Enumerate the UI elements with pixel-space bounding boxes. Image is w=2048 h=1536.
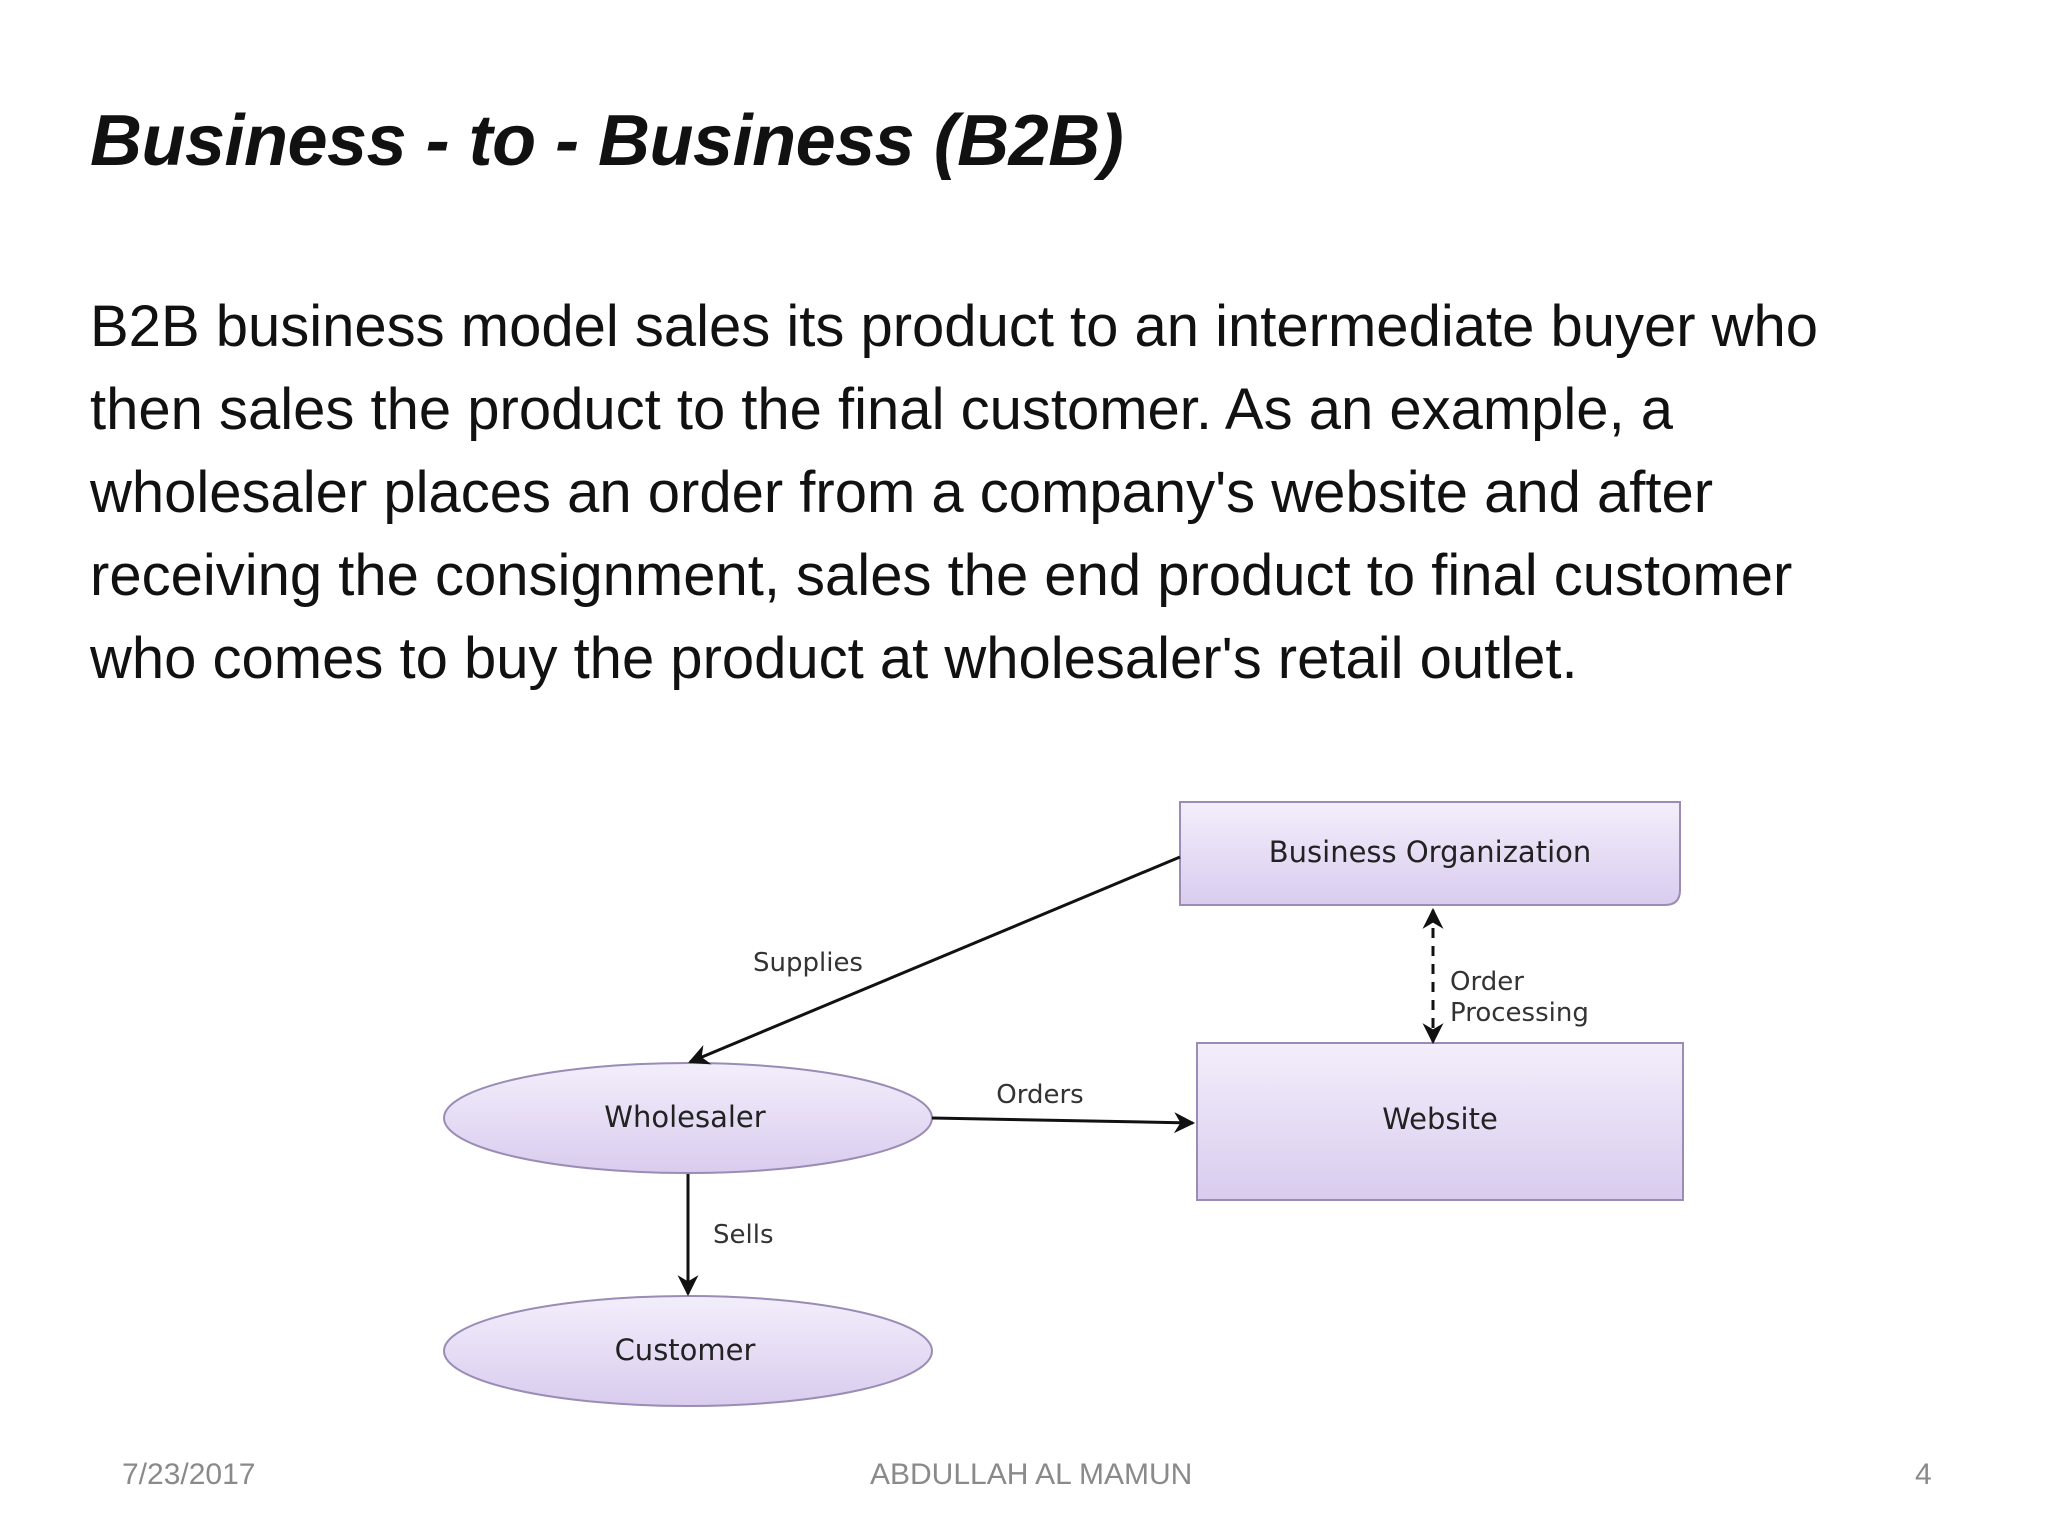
body-line: then sales the product to the final cust… [90,377,1674,442]
supplies-arrow [688,855,1181,1065]
wholesaler-node: Wholesaler [443,1062,933,1174]
footer-author: ABDULLAH AL MAMUN [870,1458,1193,1491]
orders-label: Orders [996,1080,1083,1110]
supplies-label: Supplies [753,948,863,978]
body-line: who comes to buy the product at wholesal… [90,626,1578,691]
website-label: Website [1382,1102,1498,1136]
footer-page-number: 4 [1915,1458,1932,1491]
body-line: receiving the consignment, sales the end… [90,543,1793,608]
orders-arrow [931,1112,1196,1134]
slide-body: B2B business model sales its product to … [90,285,1990,700]
customer-node: Customer [443,1295,933,1407]
slide-title: Business - to - Business (B2B) [90,101,1124,181]
processing-label: Processing [1450,998,1589,1028]
footer-date: 7/23/2017 [122,1458,256,1491]
body-line: wholesaler places an order from a compan… [90,460,1714,525]
order-label: Order [1450,967,1524,997]
wholesaler-label: Wholesaler [604,1100,765,1134]
body-line: B2B business model sales its product to … [90,294,1819,359]
business-organization-node: Business Organization [1179,801,1681,906]
website-node: Website [1196,1042,1684,1201]
sells-label: Sells [713,1220,774,1250]
business-organization-label: Business Organization [1269,835,1592,869]
customer-label: Customer [615,1333,756,1367]
